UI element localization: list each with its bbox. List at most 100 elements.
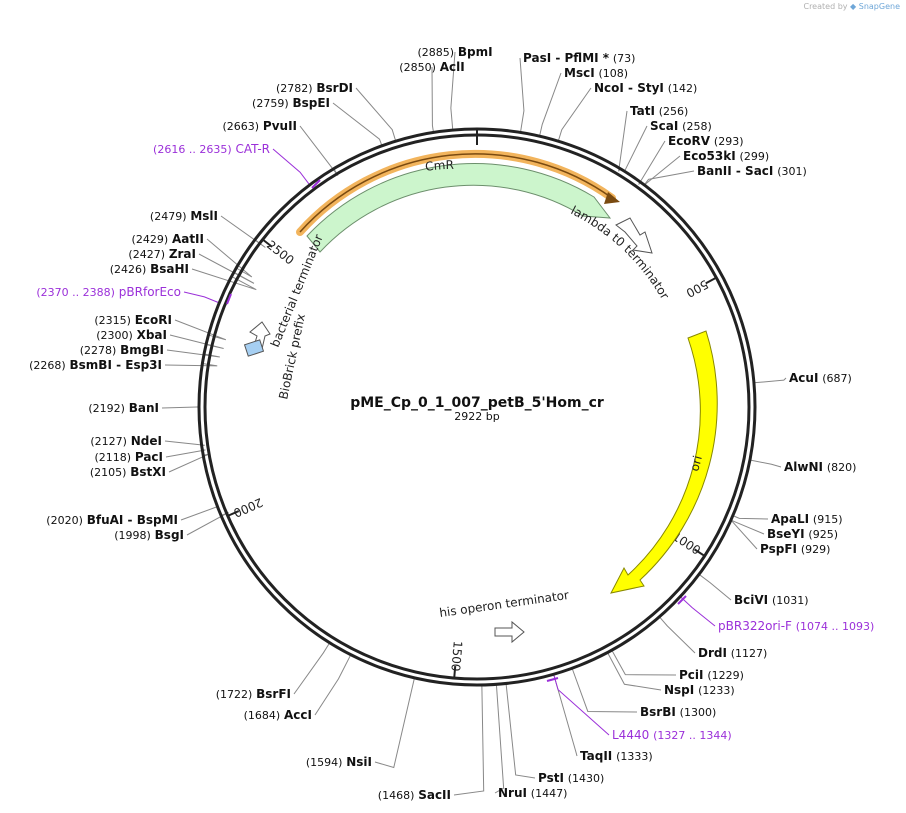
restriction-site-label[interactable]: PspFI (929) <box>760 542 830 556</box>
site-name: NdeI <box>131 434 162 448</box>
site-leader-line <box>698 573 732 601</box>
site-name: AatII <box>172 232 204 246</box>
restriction-site-label[interactable]: TaqII (1333) <box>580 749 653 763</box>
restriction-site-label[interactable]: AcuI (687) <box>789 371 852 385</box>
restriction-site-label[interactable]: (2192) BanI <box>88 401 159 415</box>
site-name: TatI <box>630 104 655 118</box>
site-leader-line <box>191 268 257 291</box>
ruler-tick-label: 2000 <box>231 495 265 520</box>
site-name: BsaHI <box>150 262 189 276</box>
site-position: (1430) <box>568 772 605 785</box>
restriction-site-label[interactable]: (2759) BspEI <box>252 96 330 110</box>
restriction-site-label[interactable]: ApaLI (915) <box>771 512 843 526</box>
site-name: BanI <box>129 401 159 415</box>
ruler-tick <box>705 276 717 285</box>
restriction-site-label[interactable]: BciVI (1031) <box>734 593 809 607</box>
site-position: (2850) <box>399 61 436 74</box>
restriction-site-label[interactable]: BanII - SacI (301) <box>697 164 807 178</box>
site-name: EcoRI <box>135 313 172 327</box>
feature-bacterial-terminator-icon <box>249 321 271 350</box>
site-leader-line <box>618 110 628 172</box>
site-name: BspEI <box>292 96 330 110</box>
site-position: (1031) <box>772 594 809 607</box>
restriction-site-label[interactable]: DrdI (1127) <box>698 646 767 660</box>
primer-leader-line <box>272 148 311 186</box>
site-name: BpmI <box>458 45 493 59</box>
site-name: PvuII <box>263 119 297 133</box>
restriction-site-label[interactable]: (2663) PvuII <box>223 119 298 133</box>
feature-ori-arrow <box>610 330 718 594</box>
restriction-site-label[interactable]: (1722) BsrFI <box>216 687 291 701</box>
feature-lambda-terminator-label: lambda t0 terminator <box>569 203 672 302</box>
site-position: (2278) <box>80 344 117 357</box>
site-position: (2616 .. 2635) <box>153 143 232 156</box>
restriction-site-label[interactable]: MscI (108) <box>564 66 628 80</box>
restriction-site-label[interactable]: NcoI - StyI (142) <box>594 81 697 95</box>
restriction-site-label[interactable]: (2118) PacI <box>94 450 163 464</box>
site-leader-line <box>732 515 769 520</box>
restriction-site-label[interactable]: (1684) AccI <box>244 708 312 722</box>
site-name: DrdI <box>698 646 727 660</box>
restriction-site-label[interactable]: (2278) BmgBI <box>80 343 164 357</box>
restriction-site-label[interactable]: (2782) BsrDI <box>276 81 353 95</box>
site-leader-line <box>607 652 662 691</box>
feature-cat-r-arc-line <box>299 153 613 233</box>
site-position: (1998) <box>114 529 151 542</box>
primer-label[interactable]: L4440 (1327 .. 1344) <box>612 728 732 742</box>
restriction-site-label[interactable]: (2426) BsaHI <box>110 262 189 276</box>
restriction-site-label[interactable]: TatI (256) <box>630 104 688 118</box>
restriction-site-label[interactable]: PasI - PflMI * (73) <box>523 51 635 65</box>
site-position: (2759) <box>252 97 289 110</box>
restriction-site-label[interactable]: EcoRV (293) <box>668 134 744 148</box>
site-name: L4440 <box>612 728 649 742</box>
restriction-site-label[interactable]: (2429) AatII <box>132 232 204 246</box>
site-name: EcoRV <box>668 134 711 148</box>
site-leader-line <box>505 683 536 779</box>
snapgene-logo-icon: ◆ <box>850 2 857 11</box>
restriction-site-label[interactable]: PciI (1229) <box>679 668 744 682</box>
site-leader-line <box>431 66 435 133</box>
site-name: BseYI <box>767 527 805 541</box>
restriction-site-label[interactable]: (2127) NdeI <box>90 434 162 448</box>
site-leader-line <box>553 674 578 757</box>
site-leader-line <box>161 406 199 409</box>
restriction-site-label[interactable]: ScaI (258) <box>650 119 712 133</box>
restriction-site-label[interactable]: (2479) MslI <box>150 209 218 223</box>
site-name: PciI <box>679 668 704 682</box>
restriction-site-label[interactable]: AlwNI (820) <box>784 460 856 474</box>
restriction-site-label[interactable]: PstI (1430) <box>538 771 604 785</box>
restriction-site-label[interactable]: (2020) BfuAI - BspMI <box>46 513 178 527</box>
restriction-site-label[interactable]: (2315) EcoRI <box>94 313 172 327</box>
site-position: (2118) <box>94 451 131 464</box>
primer-label[interactable]: pBR322ori-F (1074 .. 1093) <box>718 619 874 633</box>
site-leader-line <box>643 170 695 186</box>
restriction-site-label[interactable]: (2300) XbaI <box>96 328 167 342</box>
restriction-site-label[interactable]: (2885) BpmI <box>417 45 492 59</box>
site-leader-line <box>730 519 765 535</box>
restriction-site-label[interactable]: (2105) BstXI <box>90 465 166 479</box>
ruler-tick <box>453 666 457 679</box>
restriction-site-label[interactable]: (1594) NsiI <box>306 755 372 769</box>
restriction-site-label[interactable]: Eco53kI (299) <box>683 149 769 163</box>
restriction-site-label[interactable]: NruI (1447) <box>498 786 567 800</box>
site-position: (301) <box>777 165 807 178</box>
site-leader-line <box>730 519 758 550</box>
ruler-tick-label: 2500 <box>264 238 297 268</box>
restriction-site-label[interactable]: BseYI (925) <box>767 527 838 541</box>
restriction-site-label[interactable]: NspI (1233) <box>664 683 735 697</box>
restriction-site-label[interactable]: (1468) SacII <box>378 788 451 802</box>
primer-label[interactable]: (2370 .. 2388) pBRforEco <box>36 285 181 299</box>
site-name: CAT-R <box>235 142 270 156</box>
restriction-site-label[interactable]: (2850) AclI <box>399 60 464 74</box>
primer-mark-pbr322ori-f <box>677 595 687 605</box>
site-leader-line <box>753 377 787 384</box>
site-name: Eco53kI <box>683 149 736 163</box>
restriction-site-label[interactable]: BsrBI (1300) <box>640 705 716 719</box>
restriction-site-label[interactable]: (2268) BsmBI - Esp3I <box>29 358 162 372</box>
restriction-site-label[interactable]: (1998) BsgI <box>114 528 184 542</box>
primer-label[interactable]: (2616 .. 2635) CAT-R <box>153 142 270 156</box>
site-leader-line <box>623 125 648 172</box>
site-name: PasI - PflMI * <box>523 51 610 65</box>
site-leader-line <box>314 654 352 716</box>
restriction-site-label[interactable]: (2427) ZraI <box>128 247 196 261</box>
